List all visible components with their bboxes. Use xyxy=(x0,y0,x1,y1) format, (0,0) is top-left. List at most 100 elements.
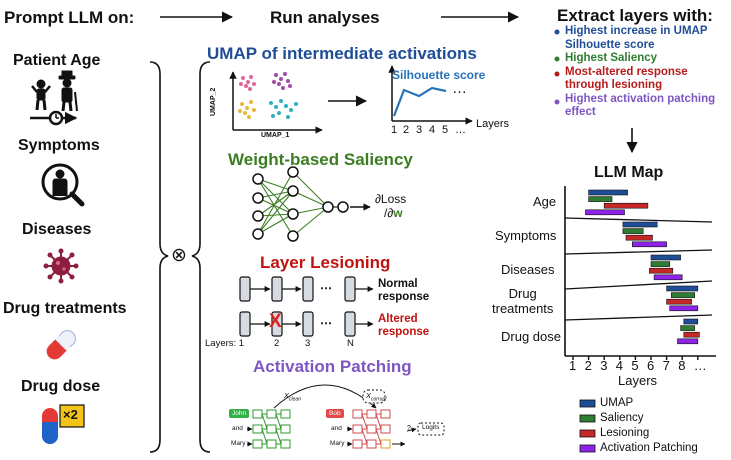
patching-corrupt-token-bob: Bob xyxy=(326,409,344,418)
silhouette-score-chart xyxy=(388,65,473,125)
drug-dose-icon xyxy=(42,404,85,444)
legend-swatch-activation-patching xyxy=(579,444,596,453)
lesioning-title: Layer Lesioning xyxy=(260,253,391,272)
map-bar-row3-lesioning xyxy=(666,298,692,305)
category-drug-treatments: Drug treatments xyxy=(3,300,127,317)
saliency-title: Weight-based Saliency xyxy=(228,150,413,169)
llm-map-row-label-age: Age xyxy=(533,194,557,209)
map-bar-row2-saliency xyxy=(650,261,671,267)
map-bar-row4-activation-patching xyxy=(677,338,699,345)
legend-swatch-umap xyxy=(579,399,596,408)
map-bar-row0-lesioning xyxy=(603,202,649,209)
map-bar-row1-umap xyxy=(622,221,658,228)
map-tick-label-2: 2 xyxy=(584,358,592,373)
criterion-saliency: Highest Saliency xyxy=(565,52,658,64)
llm-map-row-separators xyxy=(564,217,713,321)
silhouette-x-tick-5: 5 xyxy=(442,124,449,136)
right-brace xyxy=(191,61,211,453)
umap-axis-y-label: UMAP_2 xyxy=(210,87,217,116)
lesioning-altered-row xyxy=(239,311,356,337)
silhouette-x-tick-3: 3 xyxy=(416,124,423,136)
map-bar-row3-saliency xyxy=(670,292,695,298)
legend-swatches xyxy=(579,399,596,453)
map-bar-row1-saliency xyxy=(622,228,644,234)
patching-diagram xyxy=(247,384,445,449)
patching-clean-token-john: John xyxy=(229,409,250,418)
lesioning-normal-dots: ⋯ xyxy=(320,281,332,295)
legend-activation-patching: Activation Patching xyxy=(600,442,698,454)
lesioned-layer-cross: X xyxy=(269,311,282,332)
patching-x-clean: Xclean xyxy=(284,391,301,403)
patching-clean-token-mary: Mary xyxy=(231,440,246,447)
map-bar-row0-saliency xyxy=(588,196,613,202)
map-bar-row2-activation-patching xyxy=(653,274,683,281)
silhouette-x-label: Layers xyxy=(476,118,510,130)
legend-lesioning: Lesioning xyxy=(600,427,650,439)
map-tick-label-1: 1 xyxy=(569,358,577,373)
silhouette-x-tick-4: 4 xyxy=(429,124,436,136)
umap-scatter-plot xyxy=(229,71,368,134)
umap-axis-x-label: UMAP_1 xyxy=(261,132,290,139)
legend-umap: UMAP xyxy=(600,397,634,409)
map-bar-row1-lesioning xyxy=(625,234,653,241)
category-drug-dose: Drug dose xyxy=(21,378,101,395)
silhouette-x-tick-2: 2 xyxy=(403,124,410,136)
diseases-icon xyxy=(43,248,79,284)
silhouette-continuation: … xyxy=(452,80,467,97)
lesioning-layer-tick-3: 3 xyxy=(305,338,311,349)
map-bar-row4-umap xyxy=(683,318,699,325)
map-bar-row0-activation-patching xyxy=(585,209,625,216)
llm-map-row-label-symptoms: Symptoms xyxy=(495,228,557,243)
map-tick-label-4: 4 xyxy=(615,358,624,373)
map-bar-row4-lesioning xyxy=(683,331,700,338)
silhouette-score-label: Silhouette score xyxy=(392,68,486,82)
legend-swatch-lesioning xyxy=(579,429,596,438)
header-run-analyses: Run analyses xyxy=(270,8,380,27)
category-symptoms: Symptoms xyxy=(18,137,100,154)
map-tick-label-7: 7 xyxy=(662,358,670,373)
patching-title: Activation Patching xyxy=(253,357,412,376)
map-tick-label-9: … xyxy=(693,358,707,373)
map-bar-row4-saliency xyxy=(680,325,695,331)
legend-saliency: Saliency xyxy=(600,412,644,424)
map-tick-label-8: 8 xyxy=(678,358,686,373)
symptoms-icon xyxy=(41,163,85,207)
silhouette-x-tick-1: 1 xyxy=(391,124,398,136)
patching-x-corrupt: Xcorrupt xyxy=(366,391,387,403)
llm-map-row-label-drug-dose: Drug dose xyxy=(501,329,561,344)
category-patient-age: Patient Age xyxy=(13,52,101,69)
map-tick-label-6: 6 xyxy=(647,358,655,373)
silhouette-x-tick-more: … xyxy=(455,124,466,136)
criteria-bullets xyxy=(554,29,560,105)
patching-clean-token-and: and xyxy=(232,425,243,432)
patching-logits-label: Logits xyxy=(422,424,440,431)
patient-age-icon xyxy=(30,70,78,126)
patching-corrupt-token-and: and xyxy=(331,425,342,432)
lesioning-layers-label: Layers: 1 xyxy=(205,338,245,349)
llm-map-title: LLM Map xyxy=(594,164,664,181)
lesioning-altered-dots: ⋯ xyxy=(320,316,332,330)
lesioning-layer-tick-2: 2 xyxy=(274,338,280,349)
map-bar-row2-umap xyxy=(650,254,681,261)
llm-map-row-label-diseases: Diseases xyxy=(501,262,555,277)
map-bar-row0-umap xyxy=(588,189,628,196)
saliency-nodes xyxy=(252,166,349,242)
legend-swatch-saliency xyxy=(579,414,596,423)
pill-icon xyxy=(46,330,76,360)
patching-question-mark: ? xyxy=(407,425,411,432)
llm-map-axes xyxy=(564,186,716,357)
category-diseases: Diseases xyxy=(22,221,92,238)
llm-map-x-label: Layers xyxy=(618,373,658,388)
map-bar-row1-activation-patching xyxy=(631,241,667,248)
saliency-gradient-numerator: ∂Loss xyxy=(375,192,407,206)
header-prompt: Prompt LLM on: xyxy=(4,8,135,27)
map-bar-row3-activation-patching xyxy=(669,305,699,312)
map-tick-label-3: 3 xyxy=(600,358,608,373)
header-extract-layers: Extract layers with: xyxy=(557,6,713,25)
